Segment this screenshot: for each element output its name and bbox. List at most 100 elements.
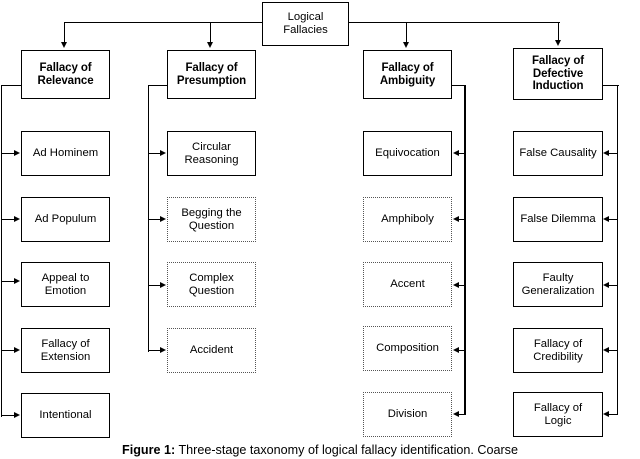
figure-caption-label: Figure 1: (122, 443, 176, 457)
col3-stub-3 (459, 285, 466, 287)
leaf-fallacy-of-logic: Fallacy of Logic (513, 392, 603, 437)
col3-elbow (451, 85, 466, 87)
leaf-complex-question-label: Complex Question (188, 271, 235, 297)
arrow-left-col3-3 (453, 282, 459, 288)
col1-stub-3 (1, 281, 15, 283)
leaf-accent: Accent (363, 262, 452, 307)
leaf-fallacy-of-extension: Fallacy of Extension (21, 328, 110, 373)
col1-bus (1, 85, 3, 417)
category-header-presumption-label: Fallacy of Presumption (176, 61, 247, 87)
col4-stub-2 (609, 219, 618, 221)
arrow-down-col4 (555, 40, 561, 46)
arrow-right-col2-1 (160, 150, 166, 156)
leaf-ad-populum: Ad Populum (21, 197, 110, 242)
root-node-logical-fallacies: Logical Fallacies (262, 2, 349, 46)
arrow-left-col3-4 (453, 347, 459, 353)
leaf-accident: Accident (167, 328, 256, 373)
leaf-division: Division (363, 392, 452, 437)
col2-stub-3 (148, 285, 161, 287)
leaf-faulty-generalization-label: Faulty Generalization (521, 271, 595, 297)
col3-stub-5 (459, 414, 466, 416)
leaf-circular-reasoning-label: Circular Reasoning (184, 140, 239, 166)
leaf-appeal-to-emotion: Appeal to Emotion (21, 262, 110, 307)
root-drop-col2 (210, 22, 212, 43)
col1-stub-5 (1, 415, 15, 417)
col3-stub-4 (459, 350, 466, 352)
arrow-left-col3-1 (453, 150, 459, 156)
leaf-composition-label: Composition (376, 342, 439, 355)
col1-stub-4 (1, 350, 15, 352)
arrow-left-col4-4 (603, 347, 609, 353)
leaf-circular-reasoning: Circular Reasoning (167, 131, 256, 176)
arrow-right-col2-2 (160, 216, 166, 222)
col2-stub-1 (148, 153, 161, 155)
arrow-right-col1-4 (14, 347, 20, 353)
col1-stub-2 (1, 219, 15, 221)
leaf-complex-question: Complex Question (167, 262, 256, 307)
arrow-left-col4-2 (603, 216, 609, 222)
leaf-fallacy-of-credibility-label: Fallacy of Credibility (533, 337, 583, 363)
col1-elbow (1, 85, 22, 87)
col4-stub-5 (609, 414, 618, 416)
leaf-ad-hominem: Ad Hominem (21, 131, 110, 176)
col4-stub-1 (609, 153, 618, 155)
leaf-composition: Composition (363, 326, 452, 371)
arrow-right-col2-3 (160, 282, 166, 288)
arrow-left-col4-5 (603, 411, 609, 417)
col1-stub-1 (1, 153, 15, 155)
figure-caption-text: Three-stage taxonomy of logical fallacy … (178, 443, 518, 457)
col2-elbow (148, 85, 168, 87)
arrow-right-col1-2 (14, 216, 20, 222)
leaf-begging-the-question: Begging the Question (167, 197, 256, 242)
leaf-amphiboly: Amphiboly (363, 197, 452, 242)
root-drop-col4 (558, 22, 560, 41)
col4-stub-4 (609, 350, 618, 352)
leaf-ad-populum-label: Ad Populum (34, 213, 97, 226)
col3-stub-2 (459, 219, 466, 221)
arrow-down-col1 (61, 42, 67, 48)
arrow-right-col1-1 (14, 150, 20, 156)
root-drop-col1 (64, 22, 66, 43)
leaf-false-causality-label: False Causality (519, 147, 597, 160)
leaf-equivocation: Equivocation (363, 131, 452, 176)
figure-caption: Figure 1: Three-stage taxonomy of logica… (0, 443, 640, 457)
root-bus-left (65, 22, 263, 24)
leaf-faulty-generalization: Faulty Generalization (513, 262, 603, 307)
leaf-amphiboly-label: Amphiboly (381, 213, 434, 226)
arrow-down-col3 (403, 42, 409, 48)
category-header-ambiguity: Fallacy of Ambiguity (363, 50, 452, 99)
col2-bus (148, 85, 150, 352)
arrow-left-col3-2 (453, 216, 459, 222)
category-header-ambiguity-label: Fallacy of Ambiguity (379, 61, 436, 87)
category-header-presumption: Fallacy of Presumption (167, 50, 256, 99)
root-node-label: Logical Fallacies (283, 11, 328, 36)
leaf-accent-label: Accent (390, 278, 425, 291)
col3-bus (464, 85, 467, 415)
arrow-right-col1-5 (14, 412, 20, 418)
arrow-left-col4-3 (603, 282, 609, 288)
col2-stub-4 (148, 350, 161, 352)
col3-stub-1 (459, 153, 466, 155)
leaf-begging-the-question-label: Begging the Question (181, 206, 242, 232)
arrow-left-col4-1 (603, 150, 609, 156)
leaf-equivocation-label: Equivocation (375, 147, 440, 160)
root-bus-right (348, 22, 560, 24)
leaf-intentional: Intentional (21, 393, 110, 438)
leaf-division-label: Division (387, 408, 428, 421)
leaf-fallacy-of-logic-label: Fallacy of Logic (533, 401, 583, 427)
leaf-accident-label: Accident (189, 344, 234, 357)
leaf-false-causality: False Causality (513, 131, 603, 176)
col4-stub-3 (609, 285, 618, 287)
leaf-false-dilemma-label: False Dilemma (520, 213, 596, 226)
leaf-appeal-to-emotion-label: Appeal to Emotion (41, 271, 90, 297)
arrow-left-col3-5 (453, 411, 459, 417)
col2-stub-2 (148, 219, 161, 221)
arrow-right-col2-4 (160, 347, 166, 353)
category-header-defective-induction: Fallacy of Defective Induction (513, 48, 603, 100)
leaf-fallacy-of-credibility: Fallacy of Credibility (513, 328, 603, 373)
category-header-defective-induction-label: Fallacy of Defective Induction (531, 54, 585, 93)
category-header-relevance-label: Fallacy of Relevance (37, 61, 94, 87)
col4-elbow (602, 85, 619, 87)
arrow-right-col1-3 (14, 278, 20, 284)
